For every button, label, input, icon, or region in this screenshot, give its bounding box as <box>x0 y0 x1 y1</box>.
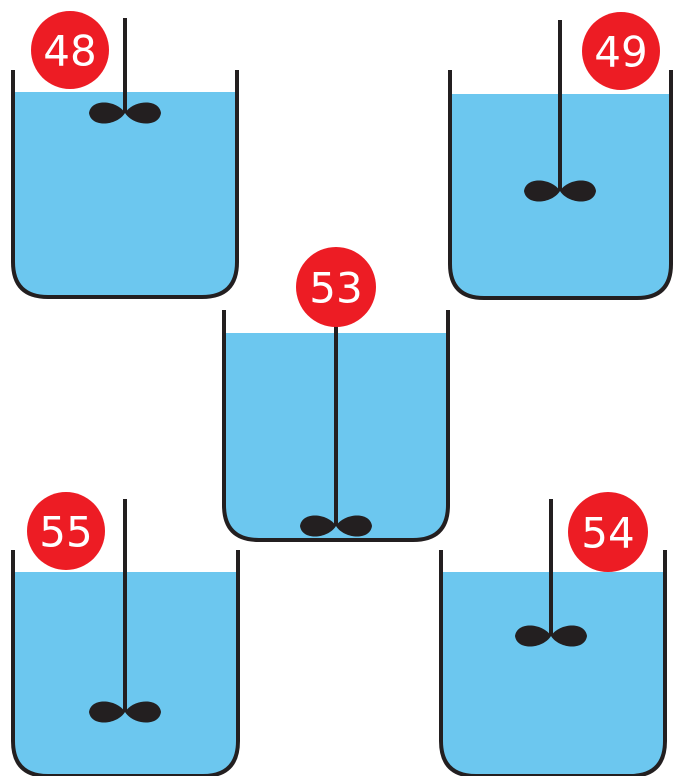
tank-54-wall <box>439 550 667 776</box>
tank-54: 54 <box>439 492 667 776</box>
tank-53-badge <box>296 247 376 327</box>
tank-53-impeller <box>300 515 372 537</box>
tank-53: 53 <box>222 247 450 542</box>
tank-55-wall <box>11 550 240 776</box>
tank-55-badge <box>27 492 105 570</box>
tank-49-water <box>450 94 671 298</box>
tank-55-label: 55 <box>39 508 92 557</box>
tank-49-badge <box>582 12 660 90</box>
tank-49-wall <box>448 70 673 300</box>
tank-55: 55 <box>11 492 240 776</box>
tank-53-label: 53 <box>309 264 362 313</box>
tank-49-impeller <box>524 180 596 202</box>
tank-54-impeller <box>515 625 587 647</box>
tank-54-label: 54 <box>581 509 634 558</box>
tank-53-wall <box>222 310 450 542</box>
tank-54-water <box>441 572 665 776</box>
tank-54-badge <box>568 492 648 572</box>
tank-48-water <box>13 92 237 297</box>
tank-48-impeller <box>89 102 161 124</box>
tank-48-label: 48 <box>43 27 96 76</box>
tank-55-impeller <box>89 701 161 723</box>
tank-49-label: 49 <box>594 28 647 77</box>
tank-48: 48 <box>11 11 239 299</box>
tank-48-badge <box>31 11 109 89</box>
tank-48-wall <box>11 70 239 299</box>
tank-49: 49 <box>448 12 673 300</box>
